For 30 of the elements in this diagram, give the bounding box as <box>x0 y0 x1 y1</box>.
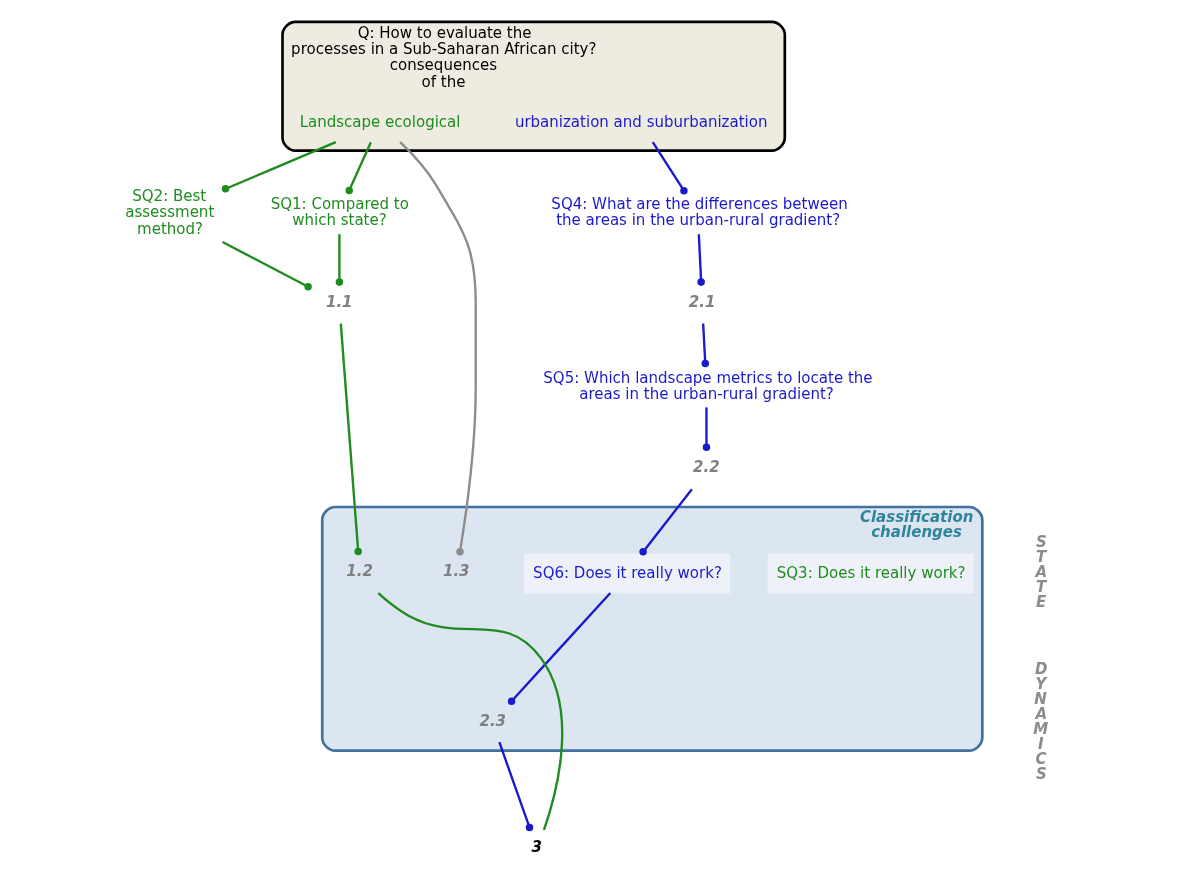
connector <box>651 141 688 194</box>
node-text: 1.2 <box>345 561 373 580</box>
node-text: SQ5: Which landscape metrics to locate the areas in the urban-rural gradient? <box>542 368 873 403</box>
node-text: 3 <box>531 837 542 856</box>
connector <box>701 322 709 367</box>
node-text: Landscape ecological <box>299 112 460 131</box>
connector <box>339 323 362 555</box>
node-text: SQ1: Compared to which state? <box>270 194 409 229</box>
connector <box>507 591 611 705</box>
connector <box>638 488 693 556</box>
connector <box>221 140 336 193</box>
node-text: 2.1 <box>688 292 715 311</box>
label: DYNAMICS <box>1032 659 1048 783</box>
node-text: 2.2 <box>692 457 720 476</box>
node-text: 1.1 <box>325 292 353 311</box>
node-text: SQ2: Best assessment method? <box>124 186 214 238</box>
node-text: SQ4: What are the differences between the areas in the urban-rural gradient? <box>550 194 848 229</box>
node-text: urbanization and suburbanization <box>514 112 767 131</box>
connector <box>702 406 710 451</box>
connector <box>376 591 563 830</box>
connector <box>221 240 312 290</box>
connector <box>335 233 343 286</box>
node-box: SQ6: Does it really work? <box>523 553 730 593</box>
connector <box>497 741 533 831</box>
node-text: 2.3 <box>478 711 506 730</box>
connector <box>696 233 705 286</box>
connector <box>398 140 477 555</box>
label: STATE <box>1034 532 1047 611</box>
node-text: 1.3 <box>442 561 470 580</box>
connector <box>344 141 372 194</box>
